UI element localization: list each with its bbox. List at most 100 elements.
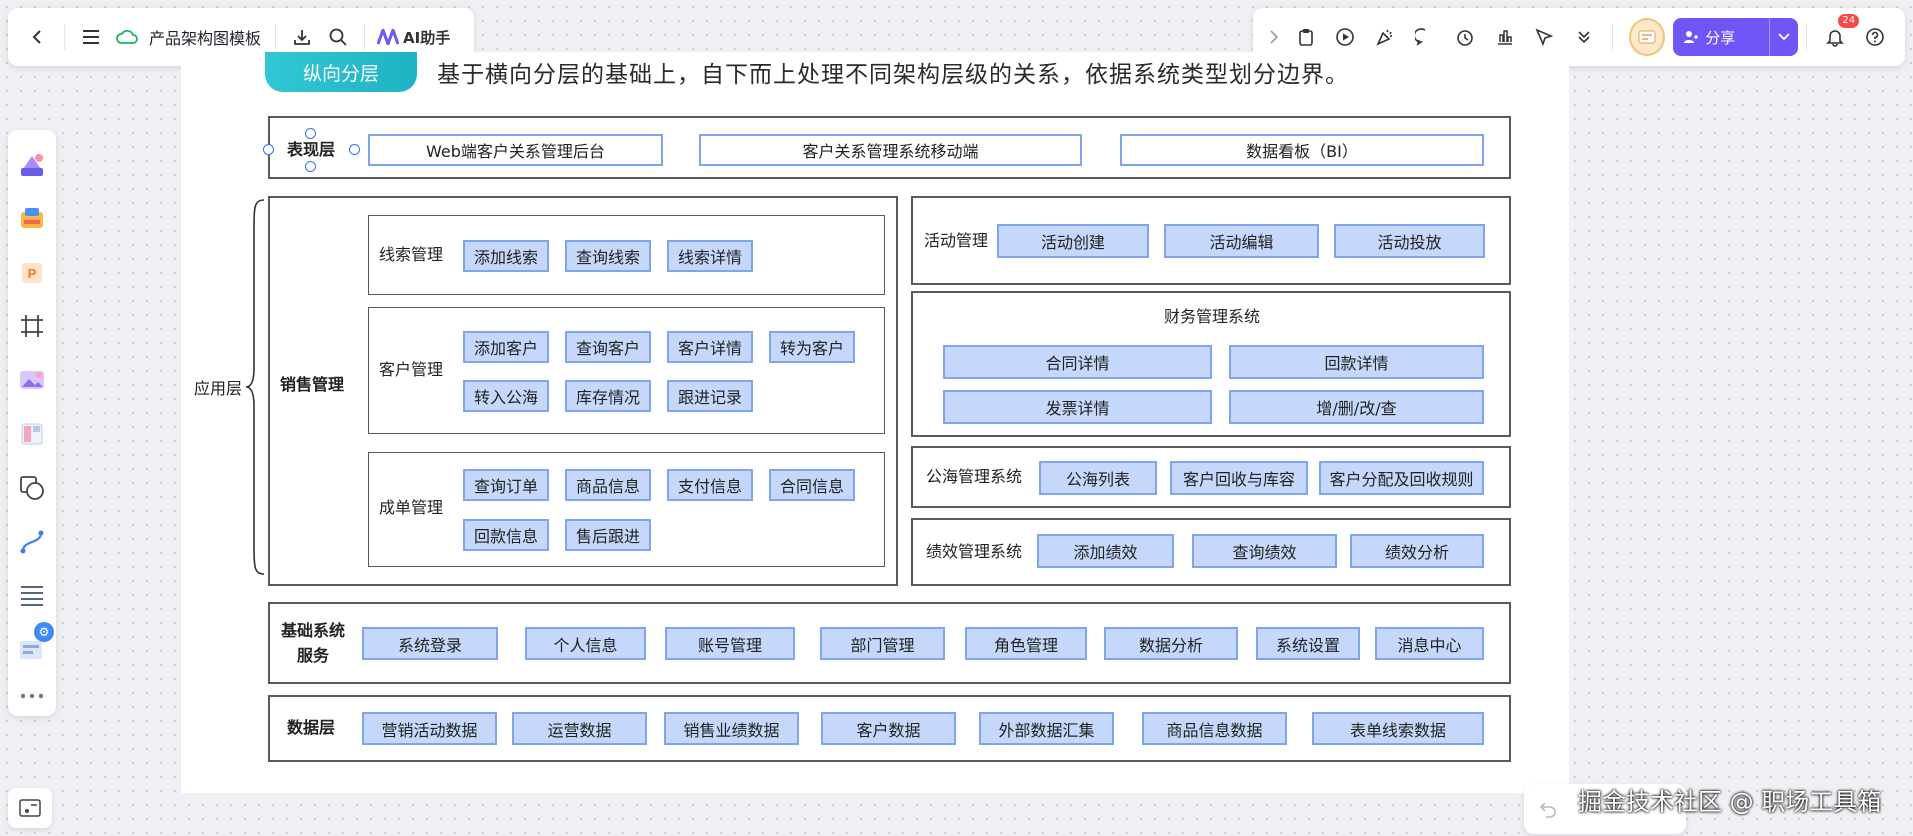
leads-item[interactable]: 查询线索: [565, 240, 651, 272]
search-button[interactable]: [320, 19, 356, 55]
foundation-item[interactable]: 系统登录: [362, 627, 498, 660]
customers-label[interactable]: 客户管理: [378, 360, 443, 379]
presentation-layer-label[interactable]: 表现层: [286, 140, 335, 159]
cloud-status[interactable]: [109, 19, 145, 55]
sales-management-label[interactable]: 销售管理: [279, 375, 344, 394]
timer-button[interactable]: [1445, 16, 1485, 58]
customers-item[interactable]: 跟进记录: [667, 380, 753, 412]
follow-button[interactable]: [1525, 16, 1565, 58]
foundation-layer-label-line2[interactable]: 服务: [296, 646, 329, 665]
customers-item[interactable]: 转为客户: [769, 331, 855, 363]
menu-button[interactable]: [73, 19, 109, 55]
vote-button[interactable]: [1485, 16, 1525, 58]
diagram-subtitle[interactable]: 基于横向分层的基础上，自下而上处理不同架构层级的关系，依据系统类型划分边界。: [437, 62, 1349, 88]
activity-management-label[interactable]: 活动管理: [923, 231, 988, 250]
sea-item[interactable]: 公海列表: [1039, 461, 1157, 495]
leads-label[interactable]: 线索管理: [378, 245, 443, 264]
foundation-item[interactable]: 个人信息: [525, 627, 646, 660]
activity-item[interactable]: 活动创建: [997, 224, 1149, 258]
foundation-item[interactable]: 角色管理: [965, 627, 1087, 660]
customers-item[interactable]: 转入公海: [463, 380, 549, 412]
data-item[interactable]: 销售业绩数据: [664, 712, 799, 745]
more-tools-button[interactable]: [12, 676, 52, 716]
data-layer-frame[interactable]: [268, 695, 1511, 762]
tool-stickers[interactable]: [12, 192, 52, 246]
tool-templates[interactable]: [12, 138, 52, 192]
performance-item[interactable]: 添加绩效: [1037, 534, 1174, 568]
data-item[interactable]: 营销活动数据: [362, 712, 497, 745]
sea-management-frame[interactable]: [911, 446, 1511, 508]
customers-item[interactable]: 客户详情: [667, 331, 753, 363]
performance-management-label[interactable]: 绩效管理系统: [925, 542, 1022, 561]
share-options-button[interactable]: [1769, 18, 1798, 56]
tool-widgets[interactable]: ⚙: [12, 622, 54, 676]
finance-item[interactable]: 增/删/改/查: [1229, 390, 1484, 424]
selection-handle-right[interactable]: [349, 144, 360, 155]
customers-item[interactable]: 查询客户: [565, 331, 651, 363]
selection-handle-bottom[interactable]: [305, 161, 316, 172]
document-title[interactable]: 产品架构图模板: [149, 29, 262, 48]
ai-assistant-button[interactable]: AI助手: [373, 19, 454, 55]
data-layer-label[interactable]: 数据层: [286, 718, 335, 737]
help-button[interactable]: [1855, 16, 1895, 58]
orders-item[interactable]: 查询订单: [463, 469, 549, 501]
share-button[interactable]: 分享: [1673, 18, 1799, 56]
foundation-layer-label-line1[interactable]: 基础系统: [280, 621, 345, 640]
present-button[interactable]: [1326, 16, 1366, 58]
avatar[interactable]: [1629, 18, 1666, 56]
customers-frame[interactable]: [368, 307, 885, 434]
performance-item[interactable]: 查询绩效: [1192, 534, 1337, 568]
zoom-controls[interactable]: [1524, 784, 1686, 834]
data-item[interactable]: 表单线索数据: [1312, 712, 1484, 745]
data-item[interactable]: 外部数据汇集: [979, 712, 1114, 745]
data-item[interactable]: 运营数据: [512, 712, 647, 745]
performance-management-frame[interactable]: [911, 518, 1511, 586]
orders-frame[interactable]: [368, 452, 885, 567]
orders-label[interactable]: 成单管理: [378, 498, 443, 517]
finance-item[interactable]: 合同详情: [943, 345, 1212, 379]
collapse-toolbar-button[interactable]: [1263, 16, 1286, 58]
orders-item[interactable]: 合同信息: [769, 469, 855, 501]
activity-item[interactable]: 活动投放: [1334, 224, 1485, 258]
presentation-item[interactable]: 客户关系管理系统移动端: [699, 134, 1082, 166]
foundation-item[interactable]: 部门管理: [820, 627, 945, 660]
foundation-item[interactable]: 消息中心: [1375, 627, 1484, 660]
leads-item[interactable]: 线索详情: [667, 240, 753, 272]
tool-layout[interactable]: [12, 407, 52, 461]
performance-item[interactable]: 绩效分析: [1350, 534, 1484, 568]
more-tools-button[interactable]: [1564, 16, 1604, 58]
application-layer-label[interactable]: 应用层: [193, 379, 242, 398]
tool-image[interactable]: [12, 353, 52, 407]
orders-item[interactable]: 回款信息: [463, 519, 549, 551]
presentation-item[interactable]: 数据看板（BI）: [1120, 134, 1484, 166]
selection-handle-left[interactable]: [263, 144, 274, 155]
template-button[interactable]: [1286, 16, 1326, 58]
tool-connector[interactable]: [12, 515, 52, 569]
foundation-layer-frame[interactable]: [268, 602, 1511, 684]
data-item[interactable]: 客户数据: [821, 712, 956, 745]
tool-frame[interactable]: [12, 299, 52, 353]
leads-frame[interactable]: [368, 215, 885, 295]
finance-management-label[interactable]: 财务管理系统: [1163, 307, 1260, 326]
sales-management-frame[interactable]: [268, 196, 898, 586]
tool-text-list[interactable]: [12, 569, 52, 623]
sea-management-label[interactable]: 公海管理系统: [925, 467, 1022, 486]
customers-item[interactable]: 添加客户: [463, 331, 549, 363]
finance-item[interactable]: 发票详情: [943, 390, 1212, 424]
data-item[interactable]: 商品信息数据: [1142, 712, 1287, 745]
activity-item[interactable]: 活动编辑: [1164, 224, 1319, 258]
activity-management-frame[interactable]: [911, 196, 1511, 285]
celebrate-button[interactable]: [1365, 16, 1405, 58]
back-button[interactable]: [20, 19, 56, 55]
orders-item[interactable]: 支付信息: [667, 469, 753, 501]
sea-item[interactable]: 客户分配及回收规则: [1319, 461, 1484, 495]
finance-item[interactable]: 回款详情: [1229, 345, 1484, 379]
foundation-item[interactable]: 账号管理: [665, 627, 795, 660]
tool-shape[interactable]: [12, 461, 52, 515]
finance-management-frame[interactable]: [911, 291, 1511, 437]
leads-item[interactable]: 添加线索: [463, 240, 549, 272]
minimap-button[interactable]: [8, 788, 52, 828]
orders-item[interactable]: 售后跟进: [565, 519, 651, 551]
orders-item[interactable]: 商品信息: [565, 469, 651, 501]
customers-item[interactable]: 库存情况: [565, 380, 651, 412]
